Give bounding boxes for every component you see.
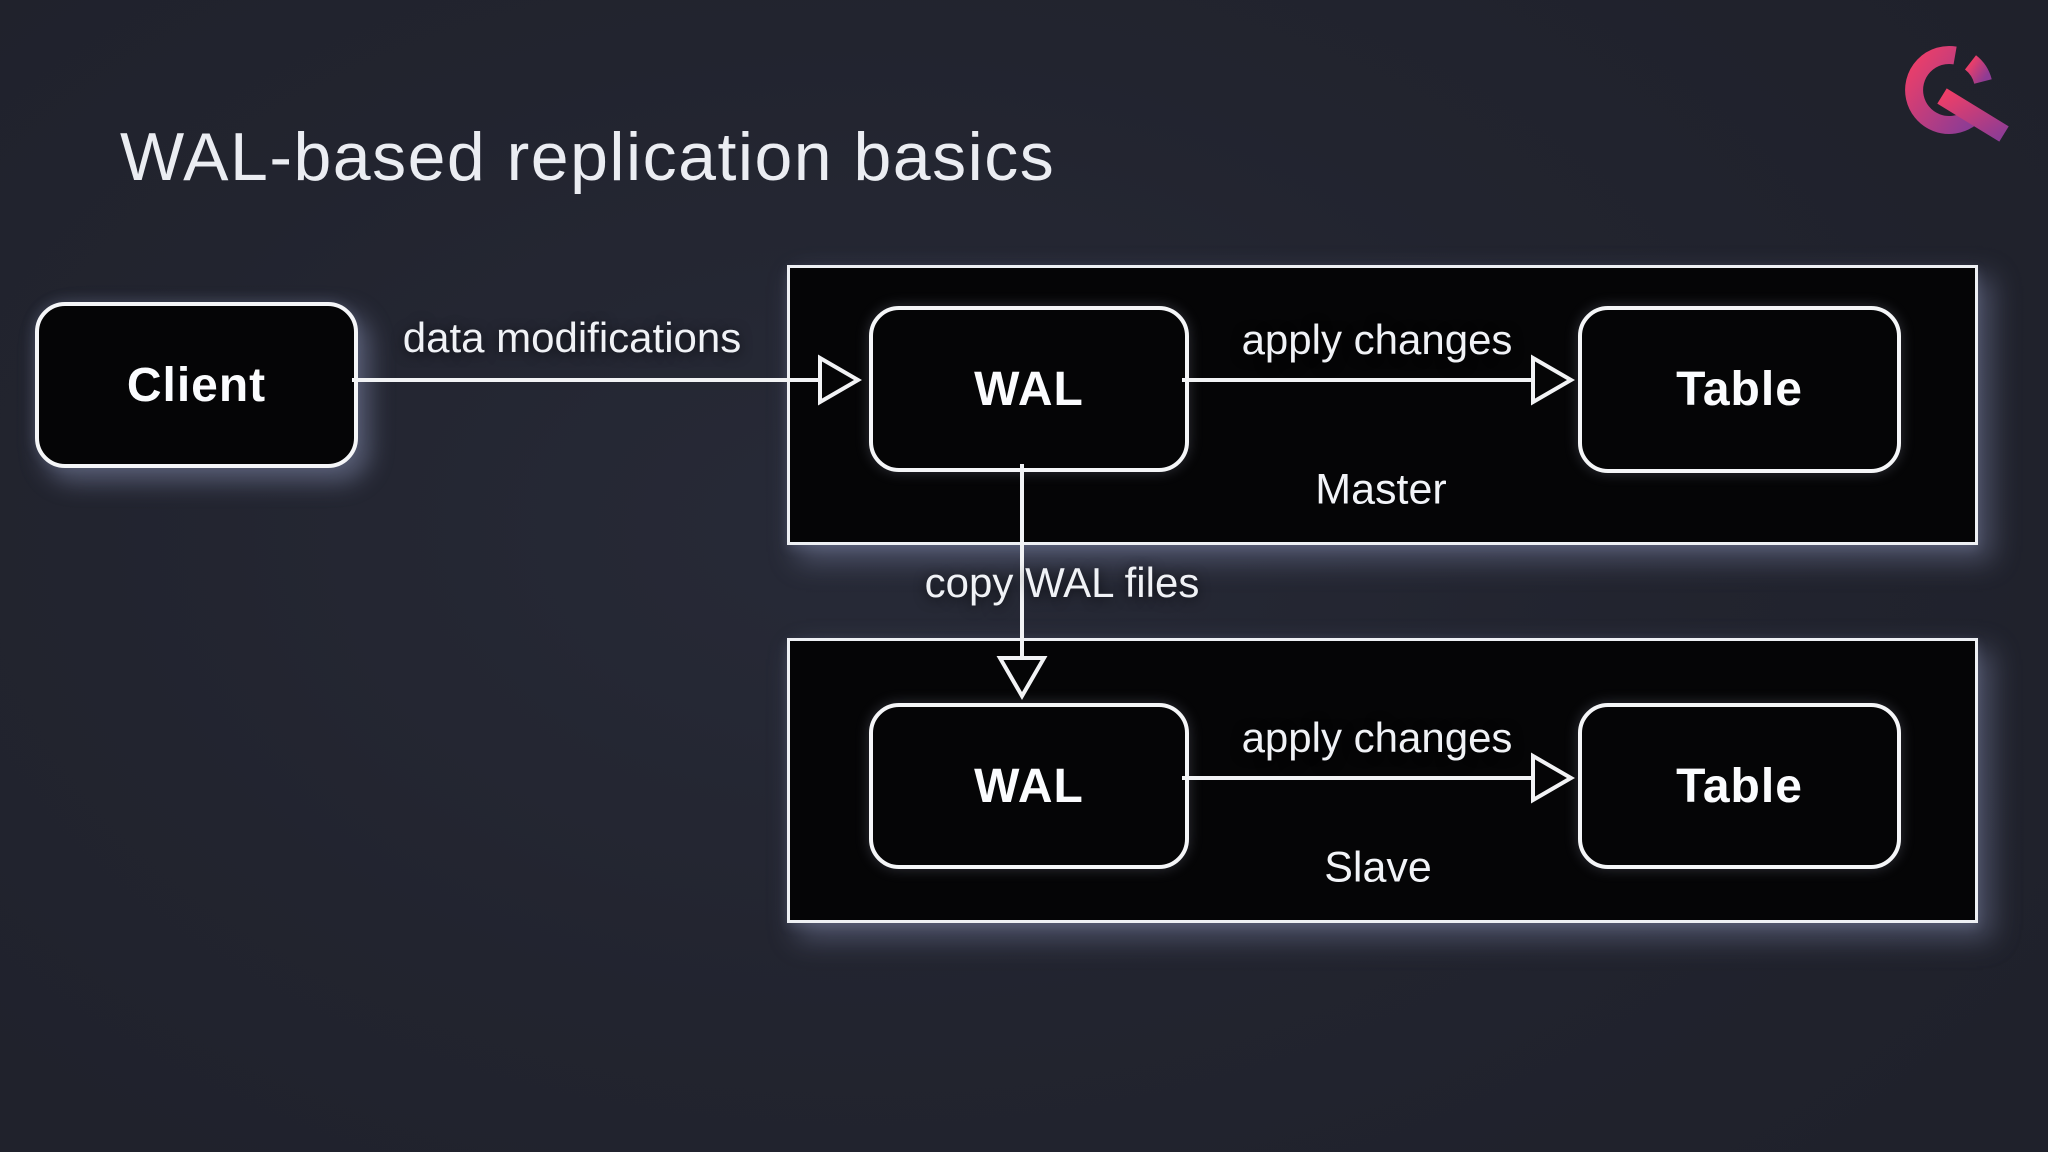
brand-q-logo-icon — [1905, 46, 2009, 142]
master-region-label: Master — [1315, 465, 1447, 514]
master-wal-label: WAL — [974, 362, 1084, 416]
edge-label-copy-wal-files: copy WAL files — [924, 559, 1200, 606]
slave-region-label: Slave — [1324, 843, 1432, 892]
edge-label-apply-changes-slave: apply changes — [1241, 714, 1513, 761]
edge-label-apply-changes-master: apply changes — [1241, 316, 1513, 363]
client-node: Client — [35, 302, 358, 468]
master-wal-node: WAL — [869, 306, 1189, 472]
master-table-node: Table — [1578, 306, 1901, 473]
slave-table-label: Table — [1676, 759, 1803, 813]
master-table-label: Table — [1676, 363, 1803, 416]
slave-container: WAL Table Slave — [787, 638, 1978, 923]
client-node-label: Client — [126, 358, 267, 412]
page-title: WAL-based replication basics — [120, 119, 1056, 195]
edge-label-data-modifications: data modifications — [402, 314, 742, 361]
master-container: WAL Table Master — [787, 265, 1978, 545]
slave-wal-label: WAL — [974, 759, 1084, 813]
slave-wal-node: WAL — [869, 703, 1189, 869]
slave-table-node: Table — [1578, 703, 1901, 869]
edge-client-to-master-wal-arrow — [352, 354, 862, 406]
